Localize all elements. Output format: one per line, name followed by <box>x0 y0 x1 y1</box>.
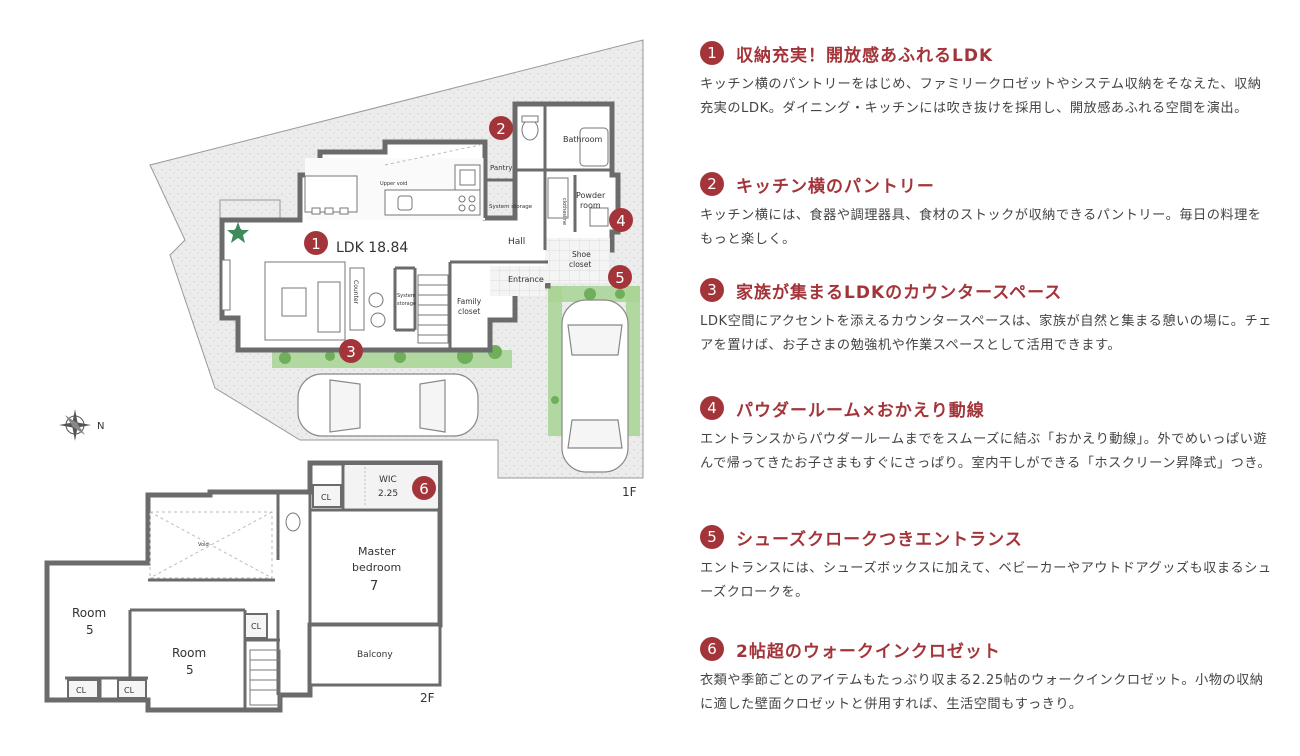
interior-walls-2f <box>65 463 440 710</box>
feature-3: 3 家族が集まるLDKのカウンタースペース LDK空間にアクセントを添えるカウンタ… <box>700 277 1275 358</box>
cl-label-4: CL <box>124 686 135 695</box>
kitchen-fixtures <box>304 164 481 216</box>
bathroom-label: Bathroom <box>563 135 603 144</box>
bath-fixtures <box>521 115 609 227</box>
ldk-label: LDK 18.84 <box>336 240 408 256</box>
room-a-label: Room <box>72 606 106 620</box>
powder-room-label-2: room <box>580 201 601 210</box>
entrance-label: Entrance <box>508 275 544 284</box>
feature-6-badge: 6 <box>700 637 724 661</box>
planting-strip-south <box>272 350 512 368</box>
feature-1-badge: 1 <box>700 41 724 65</box>
pantry-label: Pantry <box>490 164 512 172</box>
master-bedroom-label-2: bedroom <box>352 561 401 574</box>
feature-1: 1 収納充実！開放感あふれるLDK キッチン横のパントリーをはじめ、ファミリークロ… <box>700 40 1275 121</box>
balcony-label: Balcony <box>357 650 393 660</box>
svg-text:6: 6 <box>419 480 429 498</box>
cl-label-3: CL <box>76 686 87 695</box>
floor-label-2f: 2F <box>420 691 435 705</box>
balcony-outline <box>308 623 442 687</box>
stairs-1f <box>417 274 449 344</box>
system-storage-living-label-2: storage <box>397 301 416 307</box>
upper-void-label: Upper void <box>380 181 407 187</box>
car-parking-2 <box>561 299 629 473</box>
feature-4: 4 パウダールーム×おかえり動線 エントランスからパウダールームまでをスムーズに結… <box>700 395 1275 476</box>
system-storage-living-label-1: System <box>397 293 416 299</box>
svg-text:5: 5 <box>615 269 625 287</box>
plan-marker-3: 3 <box>339 339 363 363</box>
feature-6-body: 衣類や季節ごとのアイテムもたっぷり収まる2.25帖のウォークインクロゼット。小物… <box>700 673 1264 712</box>
void-label: Void <box>198 542 209 548</box>
feature-3-badge: 3 <box>700 278 724 302</box>
plan-marker-2: 2 <box>489 116 513 140</box>
planting-strip-east-v2 <box>626 286 640 436</box>
car-parking-1 <box>297 373 479 437</box>
floor-plan: LDK 18.84 Upper void Pantry System stora… <box>44 39 644 713</box>
second-floor-plan: WIC 2.25 CL CL CL CL Void Master bedroom… <box>44 460 443 713</box>
void-area <box>149 511 273 579</box>
svg-text:3: 3 <box>346 343 356 361</box>
svg-text:4: 4 <box>616 212 626 230</box>
system-storage-kitchen-label: System storage <box>489 204 533 210</box>
room-b-label: Room <box>172 646 206 660</box>
shoe-closet-floor <box>545 238 610 283</box>
feature-5-badge: 5 <box>700 525 724 549</box>
plan-marker-5: 5 <box>608 265 632 289</box>
shoe-closet-label-1: Shoe <box>572 250 591 259</box>
floor-label-1f: 1F <box>622 485 637 499</box>
entrance-floor <box>490 266 545 296</box>
plant-icon <box>227 222 249 243</box>
master-bedroom-size: 7 <box>370 579 378 594</box>
svg-text:1: 1 <box>311 235 321 253</box>
powder-room-label-1: Powder <box>576 191 606 200</box>
shoe-closet-label-2: closet <box>569 260 591 269</box>
master-bedroom-label-1: Master <box>358 545 396 558</box>
counter-label: Counter <box>352 280 359 305</box>
compass-north-label: N <box>97 421 104 432</box>
room-a-size: 5 <box>86 623 94 637</box>
clothesline-label: clothesline <box>561 198 567 225</box>
void-diagonal <box>384 144 481 166</box>
feature-4-body: エントランスからパウダールームまでをスムーズに結ぶ「おかえり動線」。外でめいっぱ… <box>700 432 1272 471</box>
closet-boxes <box>67 484 342 699</box>
feature-2-body: キッチン横には、食器や調理器具、食材のストックが収納できるパントリー。毎日の料理… <box>700 208 1262 247</box>
cl-label-1: CL <box>321 493 332 502</box>
wic-label-2: 2.25 <box>378 489 398 499</box>
room-b-size: 5 <box>186 663 194 677</box>
feature-6-title: 2帖超のウォークインクロゼット <box>736 641 1001 662</box>
interior-walls-1f <box>393 104 612 350</box>
feature-2-badge: 2 <box>700 172 724 196</box>
family-closet-label-1: Family <box>457 297 482 306</box>
feature-4-title: パウダールーム×おかえり動線 <box>736 400 985 421</box>
feature-6: 6 2帖超のウォークインクロゼット 衣類や季節ごとのアイテムもたっぷり収まる2.2… <box>700 636 1275 717</box>
feature-1-title: 収納充実！開放感あふれるLDK <box>736 45 994 66</box>
feature-2: 2 キッチン横のパントリー キッチン横には、食器や調理器具、食材のストックが収納で… <box>700 171 1275 252</box>
feature-4-badge: 4 <box>700 396 724 420</box>
plan-marker-1: 1 <box>304 231 328 255</box>
feature-5: 5 シューズクロークつきエントランス エントランスには、シューズボックスに加えて、… <box>700 524 1275 605</box>
feature-5-title: シューズクロークつきエントランス <box>736 529 1023 550</box>
feature-2-title: キッチン横のパントリー <box>736 176 935 197</box>
living-furniture <box>221 259 386 341</box>
svg-text:2: 2 <box>496 120 506 138</box>
toilet-2f <box>285 512 301 532</box>
first-floor-plan: LDK 18.84 Upper void Pantry System stora… <box>149 39 644 499</box>
plan-marker-4: 4 <box>609 208 633 232</box>
feature-5-body: エントランスには、シューズボックスに加えて、ベビーカーやアウトドアグッズも収まる… <box>700 561 1272 600</box>
wic-label-1: WIC <box>379 475 397 485</box>
hall-label: Hall <box>508 237 525 247</box>
feature-1-body: キッチン横のパントリーをはじめ、ファミリークロゼットやシステム収納をそなえた、収… <box>700 77 1262 116</box>
cl-label-2: CL <box>251 622 262 631</box>
plan-marker-6: 6 <box>412 476 436 500</box>
planting-strip-east-v <box>548 286 562 436</box>
feature-3-body: LDK空間にアクセントを添えるカウンタースペースは、家族が自然と集まる憩いの場に… <box>700 314 1272 353</box>
family-closet-label-2: closet <box>458 307 480 316</box>
feature-3-title: 家族が集まるLDKのカウンタースペース <box>736 282 1063 303</box>
stairs-2f <box>249 649 281 706</box>
compass-icon: N <box>59 409 104 441</box>
